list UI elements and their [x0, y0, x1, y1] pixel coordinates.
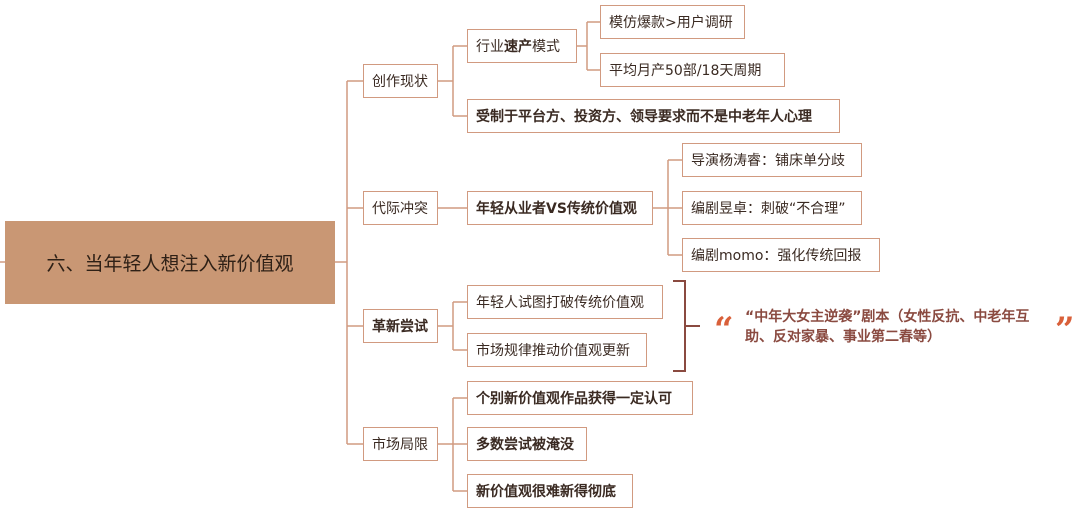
node-young-vs-tradition: 年轻从业者VS传统价值观: [467, 191, 653, 225]
branch-label: 代际冲突: [372, 201, 428, 217]
node-imitate-hits: 模仿爆款>用户调研: [600, 5, 745, 39]
node-text: 导演杨涛睿：铺床单分歧: [691, 153, 845, 169]
branch-innovation-attempts: 革新尝试: [363, 309, 438, 343]
branch-label: 创作现状: [372, 74, 428, 90]
node-text: 平均月产50部/18天周期: [609, 63, 762, 79]
node-text-bold: 速产: [504, 39, 532, 55]
node-break-tradition: 年轻人试图打破传统价值观: [467, 285, 663, 319]
node-text: 受制于平台方、投资方、领导要求而不是中老年人心理: [476, 109, 812, 125]
node-director-yang: 导演杨涛睿：铺床单分歧: [682, 143, 862, 177]
node-text: 个别新价值观作品获得一定认可: [476, 391, 672, 407]
node-text: 编剧昱卓：刺破“不合理”: [691, 201, 846, 217]
branch-generational-conflict: 代际冲突: [363, 191, 438, 225]
node-text: 行业: [476, 39, 504, 55]
node-text: 年轻人试图打破传统价值观: [476, 295, 644, 311]
node-most-drowned: 多数尝试被淹没: [467, 427, 587, 461]
node-text: 年轻从业者VS传统价值观: [476, 201, 637, 217]
node-monthly-output: 平均月产50部/18天周期: [600, 53, 785, 87]
close-quote-icon: ”: [1055, 310, 1075, 350]
node-writer-momo: 编剧momo：强化传统回报: [682, 238, 880, 272]
node-writer-yuzhuo: 编剧昱卓：刺破“不合理”: [682, 191, 862, 225]
node-text: 多数尝试被淹没: [476, 437, 574, 453]
node-constraints: 受制于平台方、投资方、领导要求而不是中老年人心理: [467, 99, 840, 133]
quote-text: “中年大女主逆袭”剧本（女性反抗、中老年互助、反对家暴、事业第二春等）: [745, 309, 1030, 345]
branch-creation-status: 创作现状: [363, 64, 438, 98]
node-text: 编剧momo：强化传统回报: [691, 248, 862, 264]
node-text: 新价值观很难新得彻底: [476, 484, 616, 500]
node-text: 模仿爆款>用户调研: [609, 15, 733, 31]
node-some-recognized: 个别新价值观作品获得一定认可: [467, 381, 693, 415]
node-fast-production: 行业速产模式: [467, 29, 577, 63]
node-market-drives-update: 市场规律推动价值观更新: [467, 333, 647, 367]
root-node: 六、当年轻人想注入新价值观: [5, 221, 335, 304]
node-text: 市场规律推动价值观更新: [476, 343, 630, 359]
branch-label: 革新尝试: [372, 319, 428, 335]
open-quote-icon: “: [714, 310, 734, 350]
node-hard-to-renew: 新价值观很难新得彻底: [467, 474, 633, 508]
branch-market-limits: 市场局限: [363, 427, 438, 461]
branch-label: 市场局限: [372, 437, 428, 453]
root-label: 六、当年轻人想注入新价值观: [46, 253, 294, 275]
node-text: 模式: [532, 39, 560, 55]
